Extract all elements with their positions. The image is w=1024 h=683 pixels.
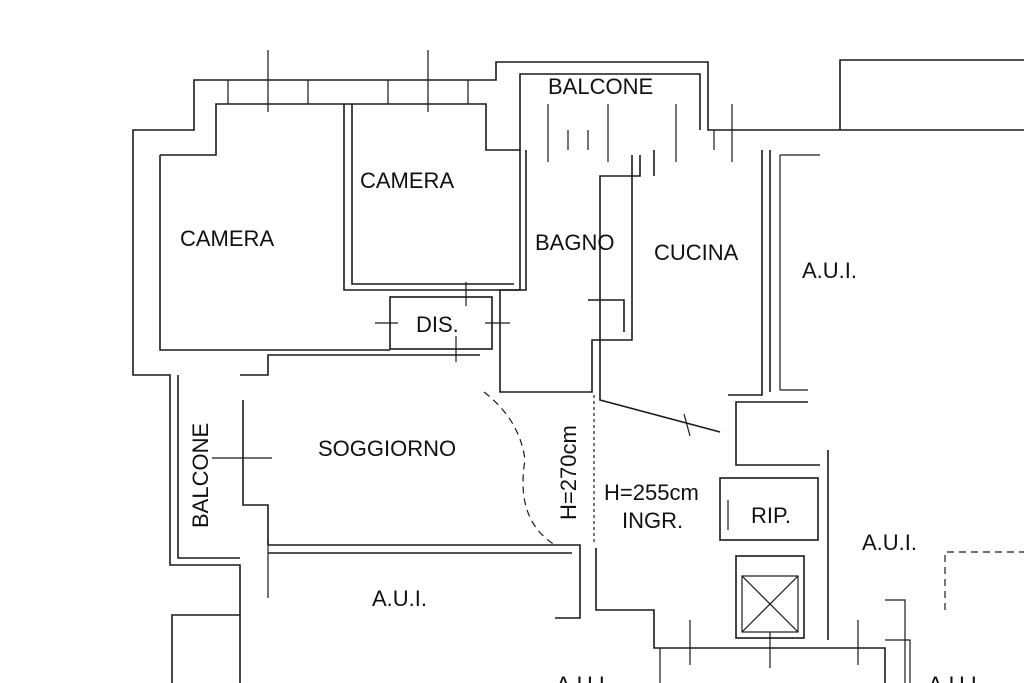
label-rip: RIP.: [751, 503, 791, 528]
label-cucina: CUCINA: [654, 240, 739, 265]
label-dis: DIS.: [416, 312, 459, 337]
label-bagno: BAGNO: [535, 230, 614, 255]
label-camera-left: CAMERA: [180, 226, 274, 251]
label-aui-bottom-center: A.U.I.: [556, 672, 611, 683]
label-ingr: INGR.: [622, 508, 683, 533]
label-soggiorno: SOGGIORNO: [318, 436, 456, 461]
interior-walls: [171, 104, 1024, 683]
room-labels: CAMERA CAMERA BALCONE BAGNO CUCINA DIS. …: [180, 74, 983, 683]
label-balcone-top: BALCONE: [548, 74, 653, 99]
label-aui-right-mid: A.U.I.: [862, 530, 917, 555]
label-aui-bottom-right: A.U.I.: [928, 672, 983, 683]
label-balcone-left: BALCONE: [188, 423, 213, 528]
outer-walls: [132, 59, 1024, 683]
label-height-270: H=270cm: [556, 425, 581, 520]
label-camera-right: CAMERA: [360, 168, 454, 193]
window-marks: [227, 50, 733, 162]
label-height-255: H=255cm: [604, 480, 699, 505]
label-aui-bottom-left: A.U.I.: [372, 586, 427, 611]
label-aui-right-top: A.U.I.: [802, 258, 857, 283]
